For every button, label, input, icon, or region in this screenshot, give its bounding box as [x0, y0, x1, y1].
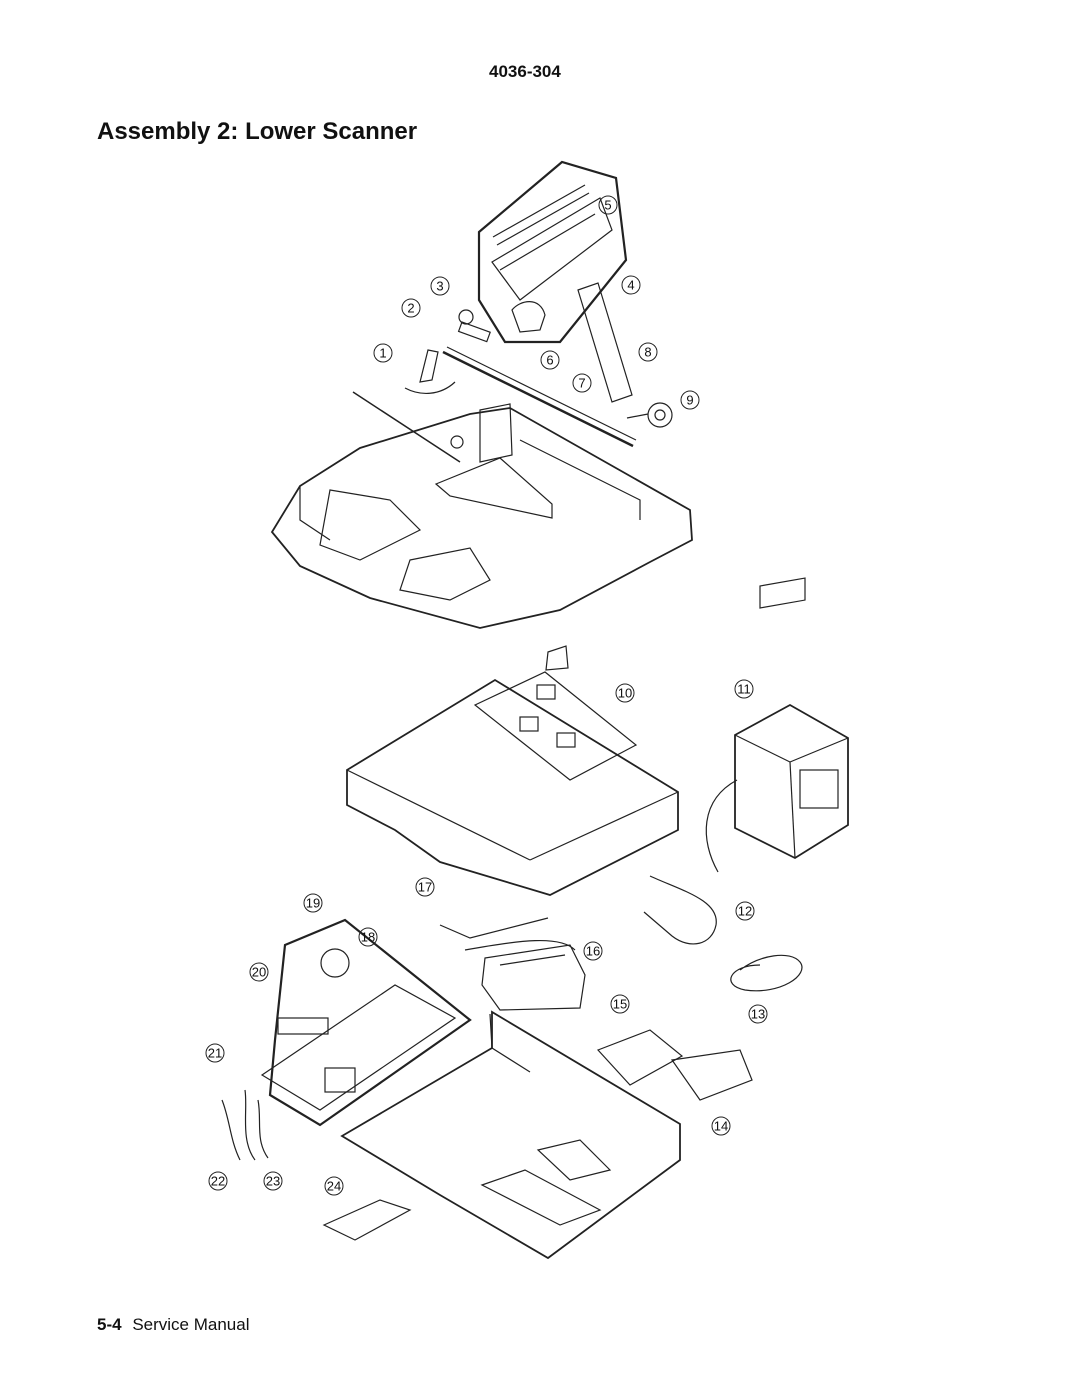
callout-number-14: 14 — [714, 1119, 728, 1134]
callout-number-24: 24 — [327, 1179, 341, 1194]
callout-number-7: 7 — [578, 376, 585, 391]
power-supply — [705, 577, 849, 873]
manual-name: Service Manual — [132, 1315, 250, 1334]
callout-22 — [208, 1171, 228, 1191]
callout-labels — [205, 195, 768, 1196]
callout-number-15: 15 — [613, 997, 627, 1012]
callout-number-5: 5 — [604, 198, 611, 213]
callout-14 — [711, 1116, 731, 1136]
callout-number-17: 17 — [418, 880, 432, 895]
cables — [439, 875, 803, 992]
callout-16 — [583, 941, 603, 961]
callout-number-6: 6 — [546, 353, 553, 368]
left-cable-harnesses — [221, 1089, 269, 1161]
callout-number-8: 8 — [644, 345, 651, 360]
callout-2 — [401, 298, 421, 318]
scanner-base-tray — [270, 403, 693, 671]
small-parts — [404, 309, 673, 428]
callout-number-12: 12 — [738, 904, 752, 919]
callout-number-18: 18 — [361, 930, 375, 945]
callout-8 — [638, 342, 658, 362]
page-number: 5-4 — [97, 1315, 122, 1334]
callout-5 — [598, 195, 618, 215]
callout-number-20: 20 — [252, 965, 266, 980]
callout-7 — [572, 373, 592, 393]
callout-1 — [373, 343, 393, 363]
callout-number-16: 16 — [586, 944, 600, 959]
page-footer: 5-4 Service Manual — [97, 1315, 249, 1335]
bottom-base-plate — [322, 1010, 753, 1260]
scan-rails — [352, 282, 637, 463]
callout-20 — [249, 962, 269, 982]
callout-number-9: 9 — [686, 393, 693, 408]
scanner-carriage-group — [477, 160, 628, 344]
callout-10 — [615, 683, 635, 703]
callout-4 — [621, 275, 641, 295]
callout-9 — [680, 390, 700, 410]
callout-number-23: 23 — [266, 1174, 280, 1189]
callout-15 — [610, 994, 630, 1014]
callout-11 — [734, 679, 754, 699]
callout-13 — [748, 1004, 768, 1024]
callout-number-22: 22 — [211, 1174, 225, 1189]
callout-number-3: 3 — [436, 279, 443, 294]
model-number: 4036-304 — [489, 62, 561, 81]
callout-19 — [303, 893, 323, 913]
callout-number-11: 11 — [737, 682, 751, 697]
callout-number-19: 19 — [306, 896, 320, 911]
callout-18 — [358, 927, 378, 947]
callout-12 — [735, 901, 755, 921]
callout-3 — [430, 276, 450, 296]
callout-number-1: 1 — [379, 346, 386, 361]
callout-number-2: 2 — [407, 301, 414, 316]
callout-number-13: 13 — [751, 1007, 765, 1022]
controller-cage — [346, 671, 679, 896]
callout-6 — [540, 350, 560, 370]
fan-duct — [481, 944, 586, 1011]
callout-23 — [263, 1171, 283, 1191]
page-title: Assembly 2: Lower Scanner — [97, 118, 418, 145]
system-board-group — [260, 918, 472, 1127]
callout-17 — [415, 877, 435, 897]
callout-21 — [205, 1043, 225, 1063]
callout-number-10: 10 — [618, 686, 632, 701]
callout-number-21: 21 — [208, 1046, 222, 1061]
callout-24 — [324, 1176, 344, 1196]
callout-number-4: 4 — [627, 278, 634, 293]
